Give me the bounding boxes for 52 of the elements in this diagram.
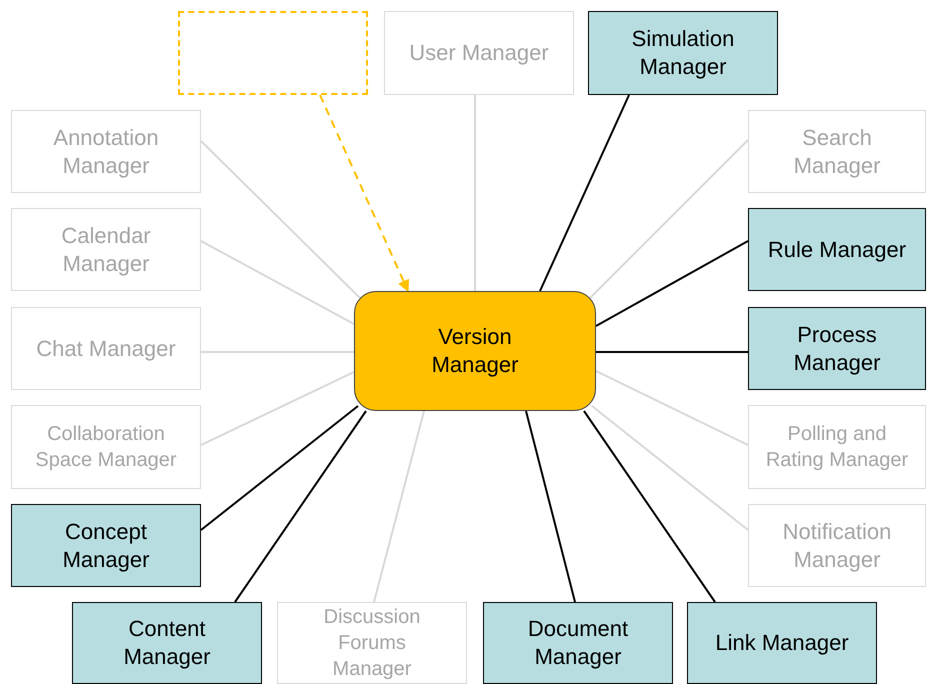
box-label: Process Manager <box>792 320 882 376</box>
connector-line <box>234 410 367 603</box>
box-label: Chat Manager <box>36 334 176 362</box>
connector-line <box>200 240 354 325</box>
connector-line <box>539 94 630 292</box>
connector-line <box>200 140 361 299</box>
connector-line <box>200 405 359 531</box>
manager-box <box>748 208 926 291</box>
box-label: Content Manager <box>122 615 212 671</box>
box-label: User Manager <box>409 39 549 67</box>
connector-line <box>596 370 748 446</box>
connector-line <box>201 351 354 353</box>
connector-line <box>474 95 476 291</box>
connector-line <box>373 410 425 602</box>
box-label: Document Manager <box>526 615 630 671</box>
box-label: Concept Manager <box>62 518 150 574</box>
manager-box <box>384 11 574 95</box>
connector-line <box>596 240 748 327</box>
manager-box <box>588 11 778 95</box>
box-label: Search Manager <box>792 124 882 180</box>
box-label: Polling and Rating Manager <box>764 422 910 473</box>
manager-box <box>277 602 467 684</box>
connector-line <box>525 410 576 602</box>
manager-box <box>483 602 673 684</box>
manager-box <box>748 504 926 587</box>
box-label: Simulation Manager <box>630 25 736 81</box>
connector-line <box>583 410 716 603</box>
box-label: Collaboration Space Manager <box>34 422 178 473</box>
central-box <box>354 291 596 411</box>
box-label: Notification Manager <box>782 518 892 574</box>
manager-box <box>11 208 201 291</box>
connector-line <box>200 371 354 446</box>
manager-box <box>11 405 201 489</box>
manager-box <box>72 602 262 684</box>
manager-box <box>748 405 926 489</box>
connector-line <box>596 351 748 353</box>
manager-box <box>687 602 877 684</box>
manager-box <box>11 504 201 587</box>
manager-box <box>11 110 201 193</box>
box-label: Link Manager <box>715 629 849 657</box>
manager-box <box>748 110 926 193</box>
connector-line <box>591 405 749 531</box>
box-label: Rule Manager <box>768 236 906 264</box>
box-label: Annotation Manager <box>52 124 160 180</box>
manager-box <box>748 307 926 390</box>
box-label: Discussion Forums Manager <box>322 605 422 682</box>
connector-line <box>319 94 410 292</box>
box-label: Calendar Manager <box>60 222 152 278</box>
box-label: Version Manager <box>430 323 520 379</box>
connector-line <box>589 139 749 299</box>
empty-dashed-box <box>178 11 368 95</box>
manager-box <box>11 307 201 390</box>
